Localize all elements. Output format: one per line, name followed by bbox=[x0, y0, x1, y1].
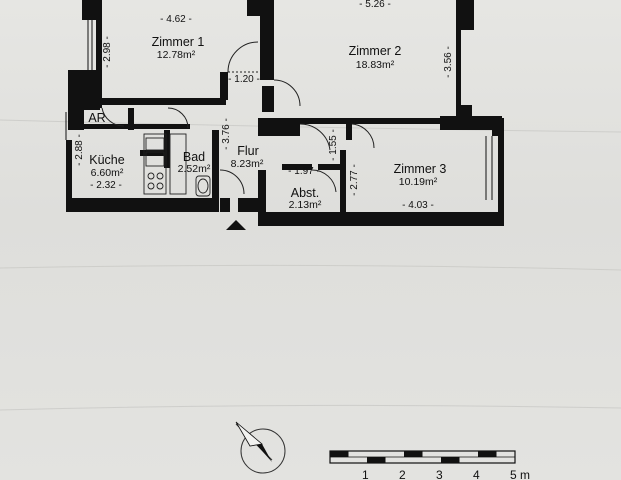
bath-fixtures bbox=[169, 133, 211, 197]
paper-crease bbox=[0, 119, 621, 133]
scale-label: 1 bbox=[362, 468, 369, 480]
paper-crease bbox=[0, 264, 621, 271]
walls bbox=[66, 0, 504, 226]
room-area-kueche: 6.60m² bbox=[91, 167, 124, 179]
windows bbox=[65, 20, 493, 200]
dimension-flur-length: - 3.76 - bbox=[221, 118, 232, 150]
room-area-zimmer2: 18.83m² bbox=[356, 59, 395, 71]
room-name-zimmer3: Zimmer 3 bbox=[394, 162, 447, 176]
dimension-z3-height: - 2.77 - bbox=[349, 164, 360, 196]
dimension-abst-width: - 1.97 - bbox=[288, 166, 320, 177]
paper-crease bbox=[0, 404, 621, 411]
scale-label: 3 bbox=[436, 468, 443, 480]
compass-arrow-icon bbox=[235, 421, 286, 474]
scale-bar bbox=[329, 450, 516, 464]
dimension-z1-width: - 4.62 - bbox=[160, 14, 192, 25]
room-area-flur: 8.23m² bbox=[231, 158, 264, 170]
dimension-z2-width: - 5.26 - bbox=[359, 0, 391, 10]
room-name-zimmer2: Zimmer 2 bbox=[349, 44, 402, 58]
room-name-zimmer1: Zimmer 1 bbox=[152, 35, 205, 49]
scale-segment bbox=[404, 451, 423, 457]
dimension-abst-length: - 1.55 - bbox=[328, 129, 339, 161]
dimension-z3-width: - 4.03 - bbox=[402, 200, 434, 211]
entrance-triangle-icon bbox=[226, 220, 246, 230]
door-swings bbox=[101, 41, 375, 195]
scale-segment bbox=[478, 451, 497, 457]
room-area-bad: 2.52m² bbox=[178, 163, 211, 175]
room-name-ar: AR bbox=[88, 111, 105, 125]
dimension-kueche-length: - 2.88 - bbox=[74, 134, 85, 166]
scale-label: 4 bbox=[473, 468, 480, 480]
scale-segment bbox=[330, 451, 349, 457]
room-area-zimmer3: 10.19m² bbox=[399, 176, 438, 188]
dimension-hall-1-20: - 1.20 - bbox=[228, 74, 260, 85]
scale-label: 2 bbox=[399, 468, 406, 480]
kitchen-fixtures bbox=[143, 133, 167, 195]
room-name-kueche: Küche bbox=[89, 153, 124, 167]
room-name-abst: Abst. bbox=[291, 186, 320, 200]
dimension-kueche-width: - 2.32 - bbox=[90, 180, 122, 191]
room-name-bad: Bad bbox=[183, 150, 205, 164]
room-area-abst: 2.13m² bbox=[289, 199, 322, 211]
scale-segment bbox=[441, 457, 460, 463]
room-area-zimmer1: 12.78m² bbox=[157, 49, 196, 61]
room-name-flur: Flur bbox=[237, 144, 259, 158]
scale-labels: 1 2 3 4 5 m bbox=[362, 468, 530, 480]
dimension-z2-height: - 3.56 - bbox=[443, 46, 454, 78]
dimension-z1-height: - 2.98 - bbox=[102, 36, 113, 68]
scale-label: 5 m bbox=[510, 468, 530, 480]
scale-segment bbox=[367, 457, 386, 463]
